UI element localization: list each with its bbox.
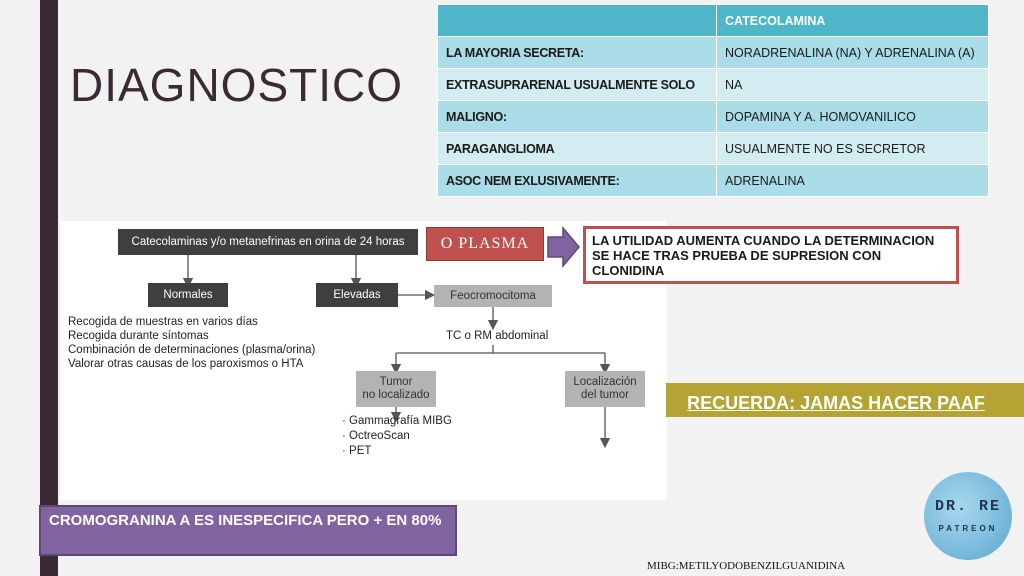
recuerda-banner: [666, 383, 1024, 417]
table-cell: LA MAYORIA SECRETA:: [437, 36, 717, 69]
list-item: Recogida de muestras en varios días: [68, 316, 258, 328]
list-item: Combinación de determinaciones (plasma/o…: [68, 344, 316, 356]
table-row: LA MAYORIA SECRETA: NORADRENALINA (NA) Y…: [437, 36, 989, 69]
table-row: MALIGNO: DOPAMINA Y A. HOMOVANILICO: [437, 100, 989, 133]
table-cell: PARAGANGLIOMA: [437, 132, 717, 165]
table-header-row: CATECOLAMINA: [437, 4, 989, 37]
flow-tumor-box: Tumor no localizado: [356, 371, 436, 407]
recuerda-text: RECUERDA: JAMAS HACER PAAF: [687, 393, 985, 413]
flow-normales-box: Normales: [148, 283, 228, 307]
flow-tumor-line2: no localizado: [362, 389, 430, 401]
flow-tests-list: · Gammagrafía MIBG · OctreoScan · PET: [342, 414, 452, 459]
right-arrow-icon: [547, 226, 580, 268]
mibg-footnote: MIBG:METILYODOBENZILGUANIDINA: [647, 560, 846, 572]
table-cell: MALIGNO:: [437, 100, 717, 133]
flow-tumor-line1: Tumor: [379, 376, 413, 388]
table-cell: NORADRENALINA (NA) Y ADRENALINA (A): [716, 36, 989, 69]
flowchart-connectors: [182, 255, 611, 449]
flow-localizacion-line2: del tumor: [581, 389, 629, 401]
flow-feocromocitoma-box: Feocromocitoma: [434, 285, 552, 307]
flow-tc-text: TC o RM abdominal: [446, 330, 549, 342]
table-cell: NA: [716, 68, 989, 101]
flowchart-image: Catecolaminas y/o metanefrinas en orina …: [60, 221, 667, 500]
list-item: Recogida durante síntomas: [68, 330, 209, 342]
flow-normales-list: Recogida de muestras en varios días Reco…: [68, 315, 315, 371]
table-row: PARAGANGLIOMA USUALMENTE NO ES SECRETOR: [437, 132, 989, 165]
table-cell: ASOC NEM EXLUSIVAMENTE:: [437, 164, 717, 197]
list-item: · OctreoScan: [342, 430, 410, 442]
table-cell: USUALMENTE NO ES SECRETOR: [716, 132, 989, 165]
cromogranina-note: CROMOGRANINA A ES INESPECIFICA PERO + EN…: [39, 505, 457, 556]
list-item: · PET: [342, 445, 372, 457]
left-accent-bar: [40, 0, 58, 576]
catecolamina-table: CATECOLAMINA LA MAYORIA SECRETA: NORADRE…: [437, 4, 989, 197]
dr-re-logo: DR. RE PATREON: [924, 472, 1012, 560]
list-item: Valorar otras causas de los paroxismos o…: [68, 358, 304, 370]
page-title: DIAGNOSTICO: [70, 59, 404, 111]
table-header-cell: [437, 4, 717, 37]
flow-elevadas-box: Elevadas: [316, 283, 398, 307]
plasma-box: O PLASMA: [426, 227, 544, 261]
utilidad-note: LA UTILIDAD AUMENTA CUANDO LA DETERMINAC…: [583, 226, 959, 284]
table-cell: EXTRASUPRARENAL USUALMENTE SOLO: [437, 68, 717, 101]
list-item: · Gammagrafía MIBG: [342, 415, 452, 427]
table-cell: DOPAMINA Y A. HOMOVANILICO: [716, 100, 989, 133]
flow-localizacion-box: Localización del tumor: [565, 371, 645, 407]
table-header-cell: CATECOLAMINA: [716, 4, 989, 37]
table-cell: ADRENALINA: [716, 164, 989, 197]
flow-localizacion-line1: Localización: [573, 376, 637, 388]
logo-line1: DR. RE: [934, 498, 1001, 515]
flow-top-box: Catecolaminas y/o metanefrinas en orina …: [118, 229, 418, 255]
table-row: EXTRASUPRARENAL USUALMENTE SOLO NA: [437, 68, 989, 101]
table-row: ASOC NEM EXLUSIVAMENTE: ADRENALINA: [437, 164, 989, 197]
logo-line2: PATREON: [938, 524, 998, 533]
